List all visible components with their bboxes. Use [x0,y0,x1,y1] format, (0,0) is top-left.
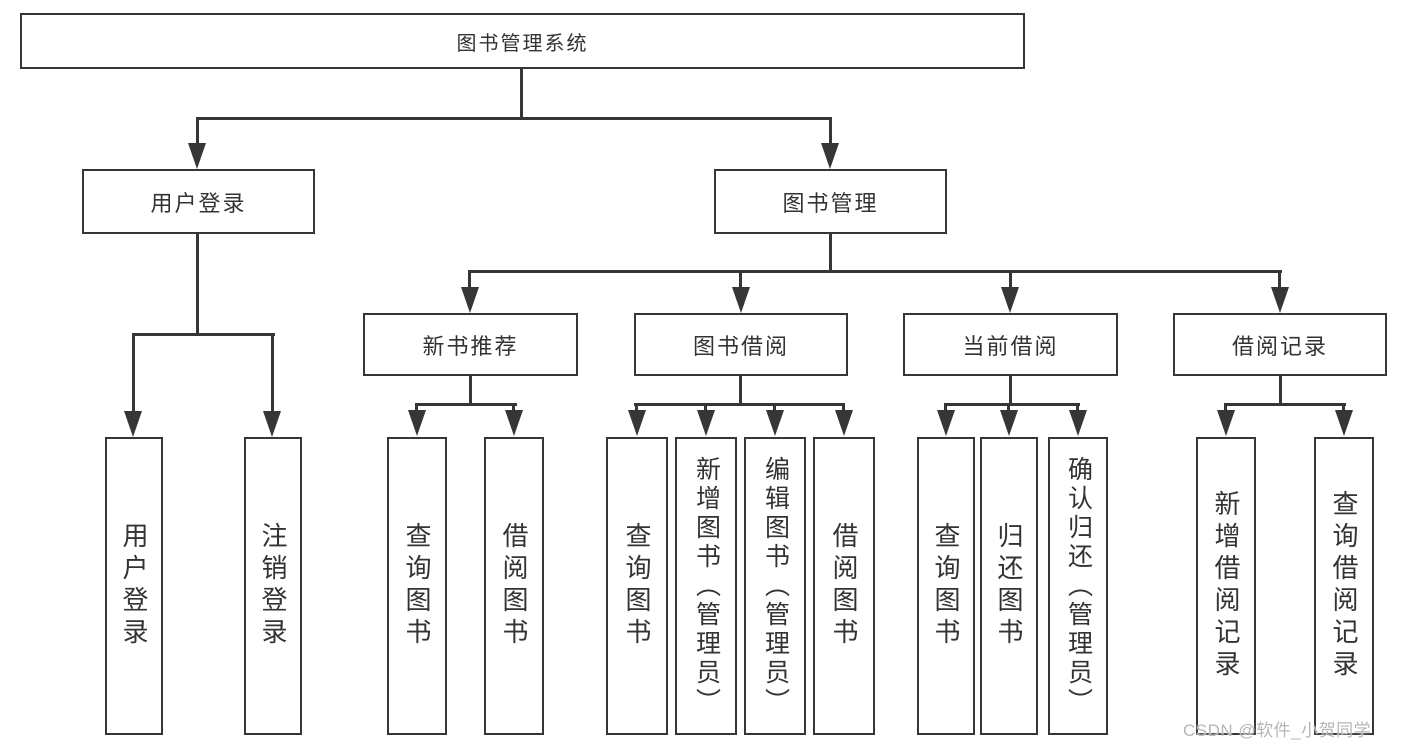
edge-bm-stem [829,233,832,273]
leaf-br-add-record-label: 新增借阅记录 [1211,490,1241,682]
arrowhead-leaf-user-login [124,411,142,437]
edge-bb-drop4 [842,403,845,413]
node-book-borrow: 图书借阅 [634,313,848,376]
leaf-logout-label: 注销登录 [258,522,288,650]
leaf-nb-borrow-books-label: 借阅图书 [499,522,529,650]
leaf-bb-query-books-label: 查询图书 [622,522,652,650]
edge-bb-drop2 [704,403,707,413]
edge-bm-branch [468,270,1282,273]
node-book-management: 图书管理 [714,169,947,234]
arrowhead-cb-confirm-return [1069,410,1087,436]
edge-nb-drop1 [415,403,418,413]
edge-nb-branch [415,403,517,406]
edge-cb-stem [1009,375,1012,406]
edge-root-trunk [520,68,523,119]
edge-bb-drop1 [635,403,638,413]
leaf-nb-borrow-books: 借阅图书 [484,437,544,735]
arrowhead-leaf-logout [263,411,281,437]
leaf-bb-borrow-books: 借阅图书 [813,437,875,735]
edge-cb-drop1 [944,403,947,413]
arrowhead-br-add-record [1217,410,1235,436]
edge-drop-book-management [829,117,832,149]
edge-bb-branch [634,403,845,406]
arrowhead-cb-return-books [1000,410,1018,436]
arrowhead-user-login [188,143,206,169]
arrowhead-cb-query-books [937,410,955,436]
edge-bb-stem [739,375,742,406]
edge-br-branch [1225,403,1346,406]
edge-bm-drop1 [468,270,471,290]
edge-cb-drop3 [1076,403,1079,413]
arrowhead-bb-add-books [697,410,715,436]
edge-br-drop1 [1224,403,1227,413]
edge-drop-user-login [196,117,199,149]
node-root: 图书管理系统 [20,13,1025,69]
leaf-br-query-record-label: 查询借阅记录 [1329,490,1359,682]
arrowhead-borrow-records [1271,287,1289,313]
arrowhead-nb-borrow-books [505,410,523,436]
node-root-label: 图书管理系统 [456,32,589,55]
edge-ul-stem [196,233,199,336]
edge-bm-drop2 [739,270,742,290]
leaf-nb-query-books-label: 查询图书 [402,522,432,650]
edge-ul-branch [132,333,275,336]
leaf-bb-add-books-admin-label: 新增图书（管理员） [692,455,721,717]
arrowhead-nb-query-books [408,410,426,436]
node-book-borrow-label: 图书借阅 [692,333,789,359]
csdn-watermark: CSDN @软件_小贺同学 [1183,721,1372,740]
leaf-nb-query-books: 查询图书 [387,437,447,735]
leaf-user-login: 用户登录 [105,437,163,735]
node-new-book-recommend: 新书推荐 [363,313,578,376]
arrowhead-new-book-recommend [461,287,479,313]
arrowhead-bb-edit-books [766,410,784,436]
leaf-br-add-record: 新增借阅记录 [1196,437,1256,735]
arrowhead-book-management [821,143,839,169]
node-current-borrow: 当前借阅 [903,313,1118,376]
leaf-bb-borrow-books-label: 借阅图书 [829,522,859,650]
leaf-cb-query-books-label: 查询图书 [931,522,961,650]
leaf-cb-confirm-return-admin-label: 确认归还（管理员） [1064,455,1093,717]
leaf-cb-return-books-label: 归还图书 [994,522,1024,650]
leaf-cb-query-books: 查询图书 [917,437,975,735]
leaf-bb-edit-books-admin: 编辑图书（管理员） [744,437,806,735]
node-new-book-recommend-label: 新书推荐 [422,333,519,359]
node-current-borrow-label: 当前借阅 [962,333,1059,359]
arrowhead-book-borrow [732,287,750,313]
edge-root-branch [196,117,832,120]
node-borrow-records-label: 借阅记录 [1231,333,1328,359]
arrowhead-bb-borrow-books [835,410,853,436]
arrowhead-bb-query-books [628,410,646,436]
arrowhead-br-query-record [1335,410,1353,436]
edge-cb-drop2 [1007,403,1010,413]
arrowhead-current-borrow [1001,287,1019,313]
edge-br-drop2 [1342,403,1345,413]
leaf-bb-edit-books-admin-label: 编辑图书（管理员） [761,455,790,717]
leaf-cb-return-books: 归还图书 [980,437,1038,735]
edge-bm-drop4 [1278,270,1281,290]
edge-nb-stem [469,375,472,406]
leaf-user-login-label: 用户登录 [119,522,149,650]
leaf-cb-confirm-return-admin: 确认归还（管理员） [1048,437,1108,735]
node-book-management-label: 图书管理 [782,190,879,216]
edge-ul-drop2 [271,333,274,413]
edge-ul-drop1 [132,333,135,413]
leaf-bb-add-books-admin: 新增图书（管理员） [675,437,737,735]
node-user-login-label: 用户登录 [150,190,247,216]
edge-br-stem [1279,375,1282,406]
edge-bb-drop3 [773,403,776,413]
edge-bm-drop3 [1009,270,1012,290]
node-user-login: 用户登录 [82,169,315,234]
node-borrow-records: 借阅记录 [1173,313,1387,376]
leaf-bb-query-books: 查询图书 [606,437,668,735]
edge-nb-drop2 [512,403,515,413]
edge-cb-branch [944,403,1080,406]
leaf-logout: 注销登录 [244,437,302,735]
leaf-br-query-record: 查询借阅记录 [1314,437,1374,735]
